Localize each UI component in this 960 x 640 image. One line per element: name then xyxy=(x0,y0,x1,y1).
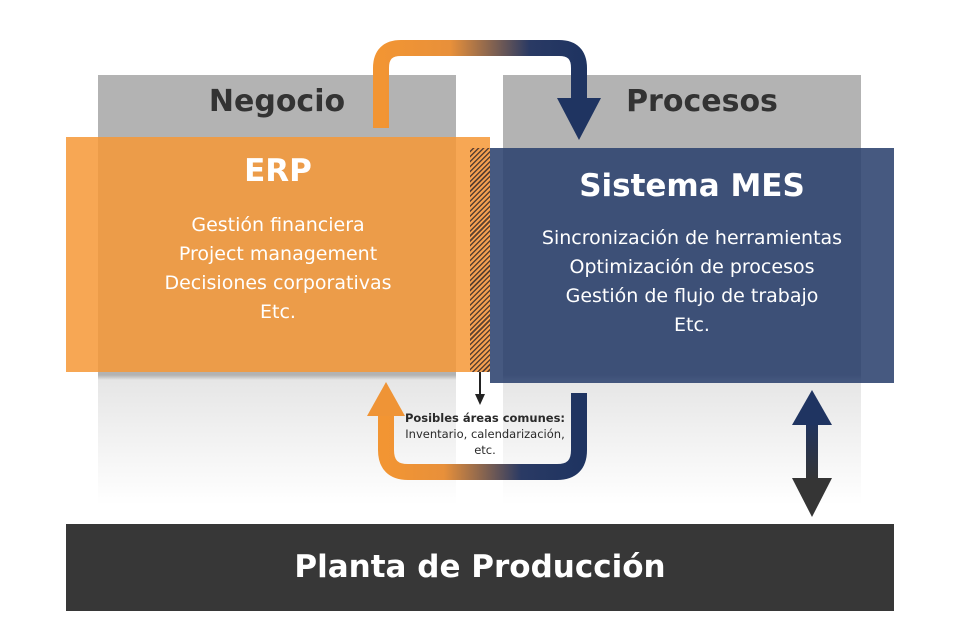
double-arrow-head-down xyxy=(792,478,832,517)
negocio-title: Negocio xyxy=(208,84,346,119)
bottom-flow-arrowhead xyxy=(367,382,405,416)
top-flow-arrow-shaft xyxy=(373,40,587,128)
common-areas-label-text: Inventario, calendarización, etc. xyxy=(405,427,565,457)
mes-item: Gestión de flujo de trabajo xyxy=(565,285,819,307)
mes-item: Optimización de procesos xyxy=(569,256,815,278)
erp-item: Project management xyxy=(178,243,378,265)
mes-title: Sistema MES xyxy=(579,168,805,204)
double-arrow-head-up xyxy=(792,390,832,425)
overlap-hatch-area xyxy=(470,148,490,372)
common-areas-label: Posibles áreas comunes: Inventario, cale… xyxy=(400,410,570,458)
double-arrow-shaft xyxy=(806,420,818,480)
common-areas-label-bold: Posibles áreas comunes: xyxy=(404,411,566,425)
erp-box: ERP Gestión financiera Project managemen… xyxy=(66,137,490,372)
erp-item: Decisiones corporativas xyxy=(164,272,392,294)
mes-item: Etc. xyxy=(674,314,710,336)
bottom-flow-arrow-shaft xyxy=(378,393,587,480)
erp-item: Gestión financiera xyxy=(191,214,365,236)
mes-item: Sincronización de herramientas xyxy=(541,227,843,249)
mes-items: Sincronización de herramientas Optimizac… xyxy=(490,224,894,340)
procesos-title: Procesos xyxy=(626,84,778,119)
production-plant-bar: Planta de Producción xyxy=(66,524,894,611)
top-flow-arrowhead xyxy=(557,98,601,140)
production-plant-title: Planta de Producción xyxy=(294,549,666,585)
erp-title: ERP xyxy=(244,153,312,189)
erp-item: Etc. xyxy=(260,301,296,323)
mes-box: Sistema MES Sincronización de herramient… xyxy=(490,148,894,383)
erp-items: Gestión financiera Project management De… xyxy=(66,211,490,327)
